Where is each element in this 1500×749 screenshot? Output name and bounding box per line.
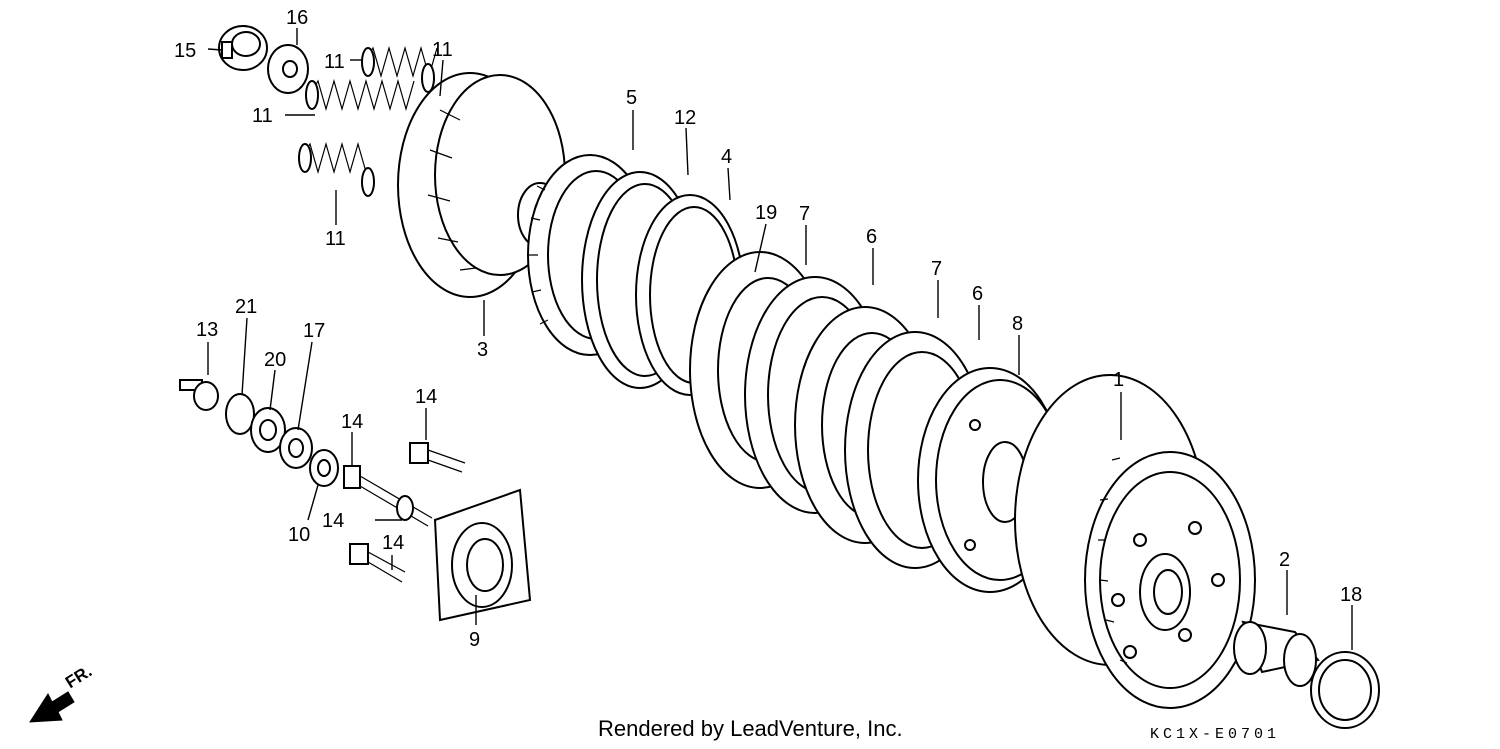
callout-14-middle: 14 <box>341 411 363 433</box>
bolt-middle <box>343 465 433 527</box>
callout-14-left: 14 <box>322 510 344 532</box>
callout-14-lower: 14 <box>382 532 404 554</box>
callout-1: 1 <box>1113 369 1124 391</box>
callout-7-upper: 7 <box>799 203 810 225</box>
bolt-upper <box>409 442 466 473</box>
callout-12: 12 <box>674 107 696 129</box>
part-lock-nut[interactable] <box>218 25 268 71</box>
part-lifter-piece-13[interactable] <box>179 379 219 411</box>
part-bearing-20[interactable] <box>250 407 286 453</box>
callout-19: 19 <box>755 202 777 224</box>
leader-lines <box>207 28 1353 650</box>
callout-2: 2 <box>1279 549 1290 571</box>
part-circlip-21[interactable] <box>225 393 255 435</box>
part-washer-16[interactable] <box>267 44 309 94</box>
spring-lower <box>298 141 375 197</box>
callout-11-top-right: 11 <box>432 39 453 61</box>
callout-13: 13 <box>196 319 218 341</box>
spring-top-right <box>361 45 438 93</box>
callout-7-lower: 7 <box>931 258 942 280</box>
callout-10: 10 <box>288 524 310 546</box>
callout-17: 17 <box>303 320 325 342</box>
callout-labels: 1 2 3 4 5 6 6 7 7 8 9 10 11 11 11 11 12 … <box>174 7 1362 651</box>
callout-11-top-left: 11 <box>324 51 345 73</box>
render-credit: Rendered by LeadVenture, Inc. <box>598 716 903 741</box>
callout-21: 21 <box>235 296 257 318</box>
callout-4: 4 <box>721 146 732 168</box>
callout-9: 9 <box>469 629 480 651</box>
callout-15: 15 <box>174 40 196 62</box>
part-clutch-outer-1[interactable] <box>1014 374 1256 709</box>
part-washer-10[interactable] <box>309 449 339 487</box>
callout-5: 5 <box>626 87 637 109</box>
callout-6-upper: 6 <box>866 226 877 248</box>
callout-18: 18 <box>1340 584 1362 606</box>
callout-8: 8 <box>1012 313 1023 335</box>
front-direction-arrow-icon <box>29 691 75 723</box>
bolt-lower <box>349 543 406 583</box>
callout-6-lower: 6 <box>972 283 983 305</box>
callout-3: 3 <box>477 339 488 361</box>
part-thrust-washer-18[interactable] <box>1310 651 1380 729</box>
diagram-code: KC1X-E0701 <box>1150 726 1281 743</box>
callout-16: 16 <box>286 7 308 29</box>
callout-11-bottom: 11 <box>325 228 346 250</box>
part-collar-2[interactable] <box>1233 620 1320 687</box>
callout-20: 20 <box>264 349 286 371</box>
callout-11-middle: 11 <box>252 105 273 127</box>
part-washer-17[interactable] <box>279 427 313 469</box>
part-lifter-plate-9[interactable] <box>433 488 532 622</box>
part-bolts-14[interactable] <box>343 442 466 583</box>
callout-14-upper: 14 <box>415 386 437 408</box>
